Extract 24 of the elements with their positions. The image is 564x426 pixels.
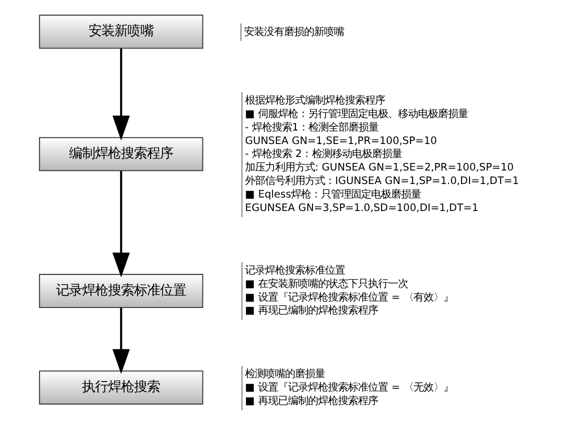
arrow [112, 48, 130, 140]
node-label: ■ 设置『记录焊枪搜索标准位置 = 〈有效〉』 [244, 290, 453, 303]
node-label: - 焊枪搜索1 : 检测全部磨损量 [244, 120, 378, 133]
node-label: ■ 在安装新喷嘴的状态下只执行一次 [244, 277, 408, 290]
node-label: 安装没有磨损的新喷嘴 [244, 25, 344, 38]
node-label: ■ 再现已编制的焊枪搜索程序 [244, 304, 378, 316]
node-label: ■ 再现已编制的焊枪搜索程序 [244, 394, 378, 407]
node-label: 加压力利用方式: GUNSEA GN=1,SE=2,PR=100,SP=10 [244, 161, 514, 174]
node-label: 检测喷嘴的磨损量 [244, 368, 325, 380]
node-box: 编制焊枪搜索程序 [38, 136, 203, 171]
arrow [112, 307, 130, 374]
node-box: 执行焊枪搜索 [38, 370, 203, 404]
node-box: 记录焊枪搜索标准位置 [38, 273, 203, 308]
node-label: ■ Eqless焊枪 : 只管理固定电极磨损量 [244, 188, 421, 200]
node-label: 根据焊枪形式编制焊枪搜索程序 [244, 94, 385, 106]
node-label: EGUNSEA GN=3,SP=1.0,SD=100,DI=1,DT=1 [244, 201, 478, 214]
node-label: GUNSEA GN=1,SE=1,PR=100,SP=10 [244, 134, 436, 146]
node-box: 安装新喷嘴 [38, 14, 203, 48]
node-label: 记录焊枪搜索标准位置 [244, 264, 345, 276]
arrow [112, 170, 130, 277]
node-label: ■ 伺服焊枪 : 另行管理固定电极、移动电极磨损量 [244, 107, 468, 120]
node-label: - 焊枪搜索 2 : 检测移动电极磨损量 [244, 148, 402, 160]
node-label: 外部信号利用方式 : IGUNSEA GN=1,SP=1.0,DI=1,DT=1 [244, 174, 518, 187]
node-label: ■ 设置『记录焊枪搜索标准位置 = 〈无效〉』 [244, 381, 453, 394]
